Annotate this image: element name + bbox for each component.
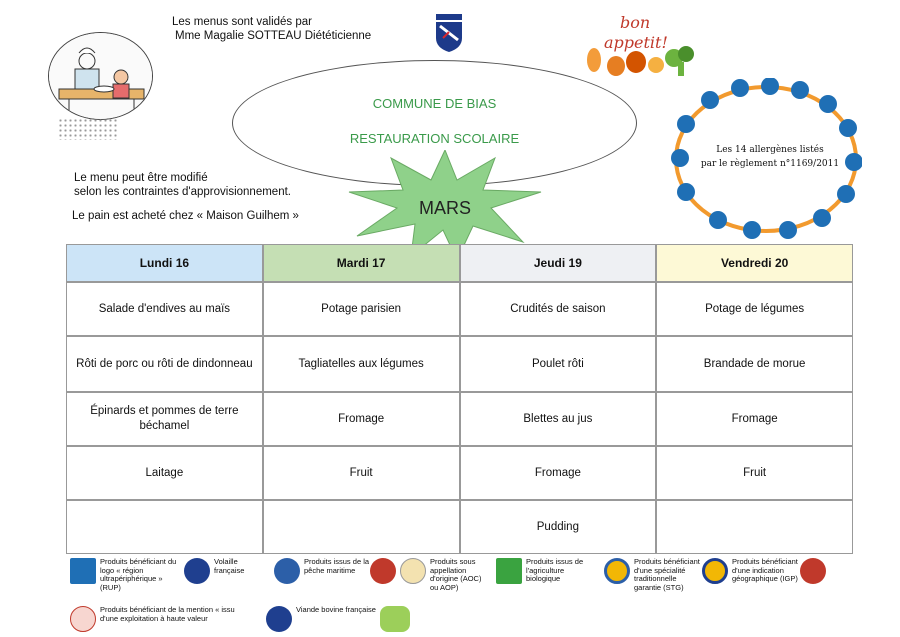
bon-text: bon [620, 13, 650, 32]
validation-line-1: Les menus sont validés par [172, 16, 312, 28]
month-starburst [345, 148, 545, 262]
legend-stg-text: Produits bénéficiant d'une spécialité tr… [634, 557, 700, 592]
hve-logo-icon [70, 606, 96, 632]
bovine-logo-icon [266, 606, 292, 632]
legend-bio-text: Produits issus de l'agriculture biologiq… [526, 557, 584, 583]
menu-cell: Crudités de saison [459, 282, 657, 336]
weekly-menu-table: Lundi 16 Mardi 17 Jeudi 19 Vendredi 20 S… [66, 244, 853, 554]
aoc-logo-icon [370, 558, 396, 584]
note-line-2: selon les contraintes d'approvisionnemen… [74, 186, 291, 198]
validation-line-2: Mme Magalie SOTTEAU Diététicienne [175, 30, 372, 42]
menu-cell: Salade d'endives au maïs [66, 282, 263, 336]
day-header-mardi: Mardi 17 [262, 244, 460, 282]
menu-cell: Potage parisien [262, 282, 460, 336]
menu-cell: Fromage [262, 392, 460, 446]
service-title: RESTAURATION SCOLAIRE [349, 131, 520, 146]
legend-volaille: Volaille française [184, 557, 264, 584]
legend-exploitation-text: Produits bénéficiant de la mention « iss… [100, 605, 235, 623]
legend-igp: Produits bénéficiant d'une indication gé… [702, 557, 798, 584]
bread-note: Le pain est acheté chez « Maison Guilhem… [72, 210, 299, 222]
menu-cell: Pudding [459, 500, 657, 554]
label-rouge-icon [800, 558, 826, 584]
menu-row-main: Rôti de porc ou rôti de dindonneau Tagli… [66, 336, 853, 392]
legend-volaille-text: Volaille française [214, 557, 245, 575]
menu-cell: Fruit [656, 446, 853, 500]
menu-cell: Tagliatelles aux légumes [262, 336, 460, 392]
menu-cell: Fruit [262, 446, 460, 500]
menu-cell [656, 500, 853, 554]
legend-bovine-text: Viande bovine française [296, 605, 376, 614]
day-header-lundi: Lundi 16 [66, 244, 263, 282]
decorative-dots [58, 118, 118, 140]
menu-cell: Rôti de porc ou rôti de dindonneau [66, 336, 263, 392]
commune-title: COMMUNE DE BIAS [372, 96, 497, 111]
validation-note: Les menus sont validés par Mme Magalie S… [172, 15, 371, 43]
menu-cell: Épinards et pommes de terre béchamel [66, 392, 263, 446]
menu-row-starter: Salade d'endives au maïs Potage parisien… [66, 282, 853, 336]
menu-cell [66, 500, 263, 554]
appetit-text: appetit! [604, 33, 668, 52]
volaille-logo-icon [184, 558, 210, 584]
menu-cell: Brandade de morue [656, 336, 853, 392]
menu-cell: Fromage [459, 446, 657, 500]
menu-cell: Fromage [656, 392, 853, 446]
month-label: MARS [418, 198, 471, 218]
bon-appetit-illustration: bon appetit! [578, 10, 708, 82]
menu-row-dessert: Pudding [66, 500, 853, 554]
legend-label-rouge [800, 558, 834, 584]
menu-row-side: Épinards et pommes de terre béchamel Fro… [66, 392, 853, 446]
legend-peche: Produits issus de la pêche maritime [274, 557, 374, 584]
note-line-1: Le menu peut être modifié [74, 172, 208, 184]
modification-note: Le menu peut être modifié selon les cont… [74, 171, 291, 199]
menu-cell [262, 500, 460, 554]
menu-cell: Potage de légumes [656, 282, 853, 336]
allergens-wheel: Les 14 allergènes listés par le règlemen… [670, 77, 863, 240]
allergens-text-2: par le règlement n°1169/2011 [701, 158, 839, 169]
menu-cell: Blettes au jus [459, 392, 657, 446]
legend-aoc: Produits sous appellation d'origine (AOC… [370, 557, 488, 592]
labels-legend: Produits bénéficiant du logo « région ul… [66, 556, 866, 636]
fleurs-logo-icon [379, 606, 410, 632]
rup-logo-icon [70, 558, 96, 584]
legend-peche-text: Produits issus de la pêche maritime [304, 557, 370, 575]
day-header-vendredi: Vendredi 20 [656, 244, 853, 282]
igp-logo-icon [702, 558, 728, 584]
legend-rup-text: Produits bénéficiant du logo « région ul… [100, 557, 177, 592]
day-header-jeudi: Jeudi 19 [459, 244, 657, 282]
legend-exploitation: Produits bénéficiant de la mention « iss… [70, 605, 250, 632]
legend-aoc-text: Produits sous appellation d'origine (AOC… [430, 557, 482, 592]
peche-logo-icon [274, 558, 300, 584]
bio-logo-icon [496, 558, 522, 584]
days-header-row: Lundi 16 Mardi 17 Jeudi 19 Vendredi 20 [66, 244, 853, 282]
kitchen-illustration [48, 32, 153, 120]
menu-cell: Poulet rôti [459, 336, 657, 392]
legend-bio: Produits issus de l'agriculture biologiq… [496, 557, 596, 584]
legend-bovine: Viande bovine française [266, 605, 426, 632]
allergens-text-1: Les 14 allergènes listés [716, 144, 824, 155]
legend-igp-text: Produits bénéficiant d'une indication gé… [732, 557, 798, 583]
aoc-signature-icon [400, 558, 426, 584]
stg-logo-icon [604, 558, 630, 584]
legend-rup: Produits bénéficiant du logo « région ul… [70, 557, 180, 592]
bias-shield-logo [434, 14, 464, 52]
legend-stg: Produits bénéficiant d'une spécialité tr… [604, 557, 700, 592]
menu-cell: Laitage [66, 446, 263, 500]
menu-row-dairy: Laitage Fruit Fromage Fruit [66, 446, 853, 500]
